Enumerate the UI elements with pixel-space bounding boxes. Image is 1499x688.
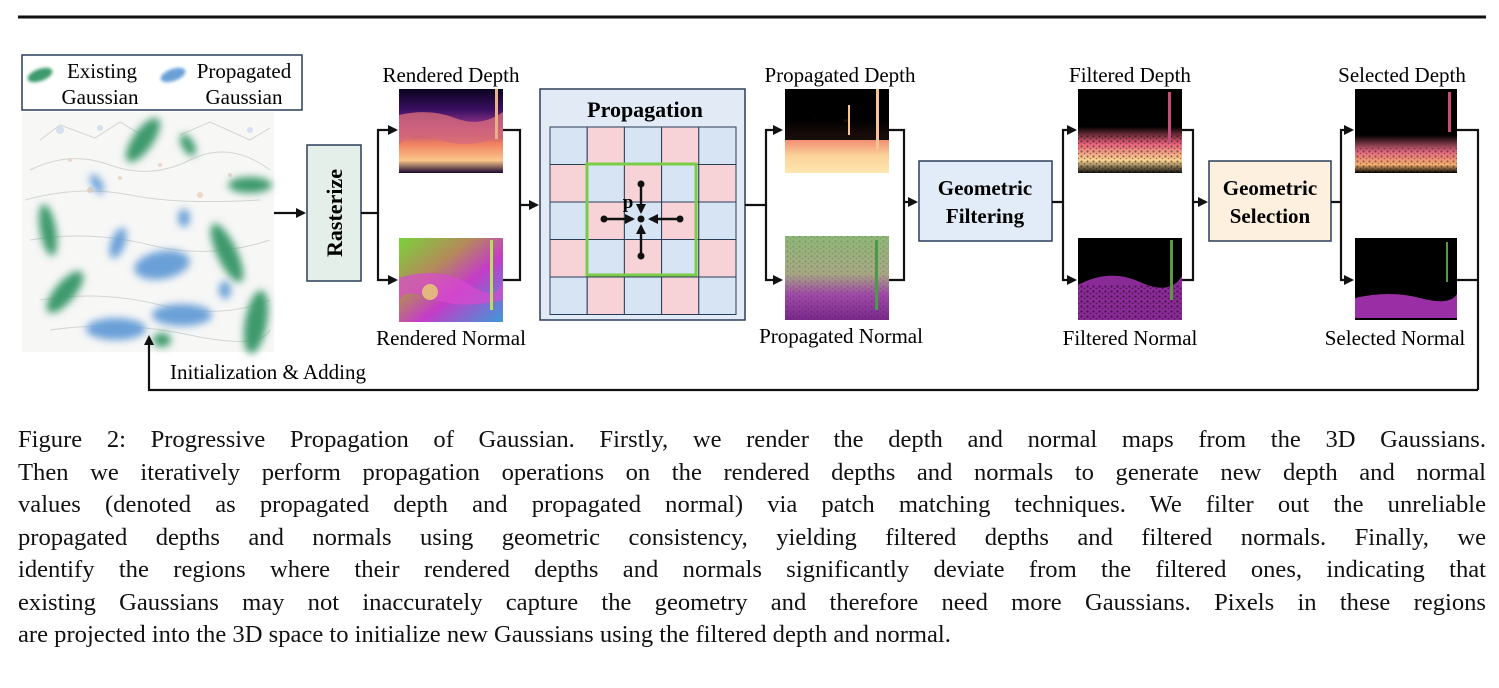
geometric-filtering-label-1: Geometric <box>938 176 1032 200</box>
selected-normal-map <box>1355 238 1457 320</box>
rasterize-label: Rasterize <box>322 169 347 257</box>
rendered-normal-label: Rendered Normal <box>376 326 526 350</box>
propagation-grid <box>549 126 737 315</box>
caption-line: propagated depths and normals using geom… <box>18 523 1486 551</box>
caption-line: identify the regions where their rendere… <box>18 556 1486 583</box>
legend-existing-1: Existing <box>67 59 138 83</box>
selected-depth-label: Selected Depth <box>1338 63 1466 87</box>
grid-cell <box>623 276 663 315</box>
grid-cell <box>623 126 663 165</box>
grid-cell <box>661 164 700 203</box>
geometric-selection-label-1: Geometric <box>1223 176 1317 200</box>
propagated-normal-map <box>785 236 889 320</box>
grid-cell <box>698 276 737 315</box>
selected-normal-label: Selected Normal <box>1325 326 1466 350</box>
filtered-normal-map <box>1078 238 1182 320</box>
rasterize-block: Rasterize <box>306 144 362 282</box>
caption-line: existing Gaussians may not inaccurately … <box>18 588 1486 616</box>
propagated-normal-label: Propagated Normal <box>759 324 923 348</box>
legend-propagated-1: Propagated <box>197 59 292 83</box>
selected-depth-map <box>1355 89 1457 173</box>
propagation-arrows <box>604 184 680 256</box>
grid-cell <box>661 126 700 165</box>
filtered-depth-label: Filtered Depth <box>1069 63 1191 87</box>
grid-cell <box>549 239 588 278</box>
grid-cell <box>698 126 737 165</box>
propagation-label: Propagation <box>587 97 703 122</box>
grid-cell <box>698 201 737 240</box>
pipeline-figure: Existing Gaussian Propagated Gaussian Ra… <box>18 15 1486 392</box>
rendered-depth-map <box>399 89 503 173</box>
caption-line: Then we iteratively perform propagation … <box>18 458 1486 486</box>
grid-cell <box>661 239 700 278</box>
legend: Existing Gaussian Propagated Gaussian <box>21 54 303 111</box>
caption-line: values (denoted as propagated depth and … <box>18 491 1486 518</box>
legend-existing-2: Gaussian <box>62 85 139 109</box>
grid-cell <box>698 239 737 278</box>
caption-line: Figure 2: Progressive Propagation of Gau… <box>18 426 1486 453</box>
existing-gaussian-swatch <box>27 67 53 83</box>
existing-gaussians <box>38 117 272 354</box>
grid-cell <box>661 276 700 315</box>
grid-cell <box>586 239 625 278</box>
rendered-depth-label: Rendered Depth <box>382 63 520 87</box>
pixel-p-label: p <box>623 192 634 213</box>
caption-line: are projected into the 3D space to initi… <box>18 621 951 648</box>
geometric-filtering-label-2: Filtering <box>946 204 1025 228</box>
figure-caption: Figure 2: Progressive Propagation of Gau… <box>18 424 1486 652</box>
grid-cell <box>586 276 625 315</box>
propagation-block: Propagation p <box>539 88 746 321</box>
grid-cell <box>549 201 588 240</box>
grid-cell <box>549 164 588 203</box>
grid-cell <box>586 126 625 165</box>
feedback-loop <box>144 128 1480 392</box>
grid-cell <box>586 164 625 203</box>
grid-cell <box>698 164 737 203</box>
geometric-selection-label-2: Selection <box>1230 204 1311 228</box>
grid-cell <box>549 276 588 315</box>
init-adding-label: Initialization & Adding <box>170 360 366 384</box>
patch-highlight <box>585 162 698 277</box>
rendered-normal-map <box>399 238 503 322</box>
propagated-gaussian-swatch <box>160 67 186 83</box>
geometric-selection-block: Geometric Selection <box>1208 160 1332 242</box>
legend-propagated-2: Gaussian <box>206 85 283 109</box>
grid-cell <box>549 126 588 165</box>
filtered-depth-map <box>1078 89 1182 173</box>
propagated-depth-map <box>785 89 889 173</box>
propagated-depth-label: Propagated Depth <box>764 63 916 87</box>
geometric-filtering-block: Geometric Filtering <box>918 160 1053 242</box>
propagated-gaussians <box>86 174 231 340</box>
scene-point-cloud <box>22 112 274 354</box>
filtered-normal-label: Filtered Normal <box>1063 326 1198 350</box>
